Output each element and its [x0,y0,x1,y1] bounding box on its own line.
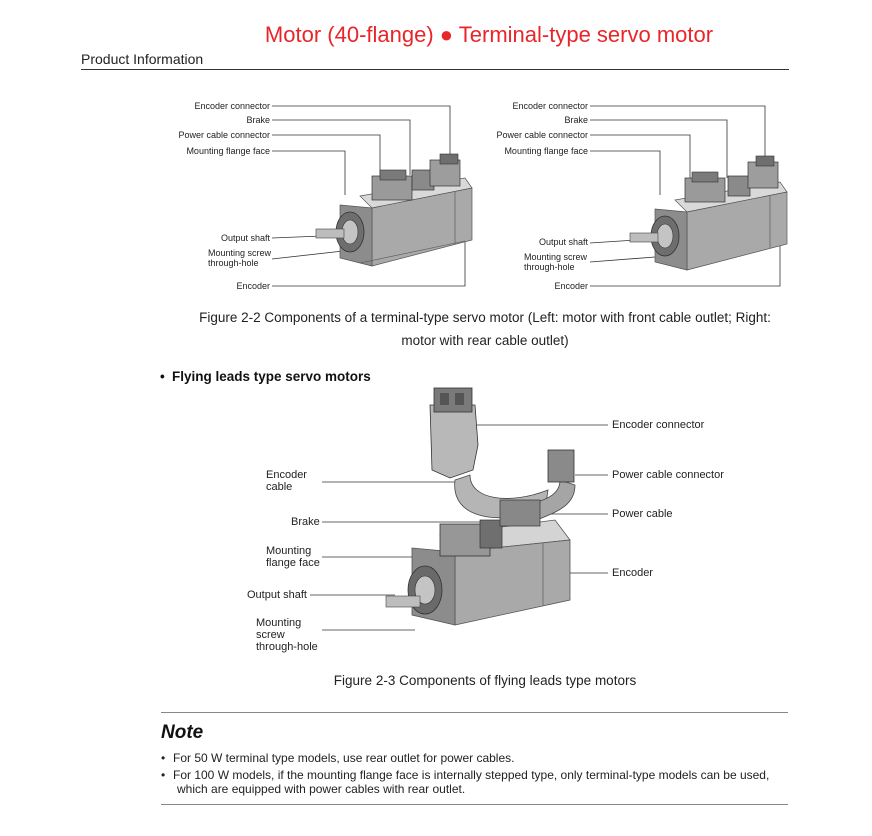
left-motor-drawing [315,153,473,267]
fig23-screw-label-3: through-hole [256,641,318,653]
section-divider [81,69,789,70]
note-item: •For 100 W models, if the mounting flang… [161,768,770,782]
fig23-power-cable-connector-label: Power cable connector [612,469,724,481]
fig23-encoder-cable-label-2: cable [266,481,293,493]
fig22-right-output-shaft-label: Output shaft [538,237,588,247]
figure-2-2-caption-line2: motor with rear cable outlet) [401,333,569,348]
figure-2-2-caption-line1: Figure 2-2 Components of a terminal-type… [199,310,771,325]
fig22-right-encoder-label: Encoder [554,281,588,291]
fig22-left-through-hole-label: through-hole [208,258,259,268]
note-item: •For 50 W terminal type models, use rear… [161,751,515,765]
fig22-left-mounting-screw-label: Mounting screw [208,248,272,258]
fig22-right-mounting-flange-label: Mounting flange face [504,146,588,156]
fig22-right-encoder-connector-label: Encoder connector [512,101,588,111]
fig23-output-shaft-label: Output shaft [247,589,307,601]
note-heading: Note [161,722,204,743]
fig23-mounting-flange-label-2: flange face [266,557,320,569]
page-title: Motor (40-flange) ● Terminal-type servo … [264,22,714,47]
fig22-right-through-hole-label: through-hole [524,262,575,272]
flying-leads-heading: •Flying leads type servo motors [160,369,371,384]
section-heading: Product Information [81,51,204,67]
fig23-encoder-connector-label: Encoder connector [612,419,705,431]
right-motor-drawing [629,155,788,271]
note-bottom-rule [161,804,788,805]
fig23-encoder-label: Encoder [612,567,653,579]
fig23-screw-label-2: screw [256,629,285,641]
fig22-right-mounting-screw-label: Mounting screw [524,252,588,262]
fig23-mounting-flange-label-1: Mounting [266,545,312,557]
fig23-brake-label: Brake [291,516,320,528]
fig22-right-power-cable-connector-label: Power cable connector [496,130,588,140]
fig23-power-cable-label: Power cable [612,508,673,520]
fig22-left-encoder-connector-label: Encoder connector [194,101,270,111]
fig22-left-brake-label: Brake [246,115,270,125]
fig22-right-brake-label: Brake [564,115,588,125]
fig22-left-encoder-label: Encoder [236,281,270,291]
figure-2-3-caption: Figure 2-3 Components of flying leads ty… [333,673,637,688]
fig23-encoder-cable-label-1: Encoder [266,469,307,481]
fig22-left-power-cable-connector-label: Power cable connector [178,130,270,140]
fig22-left-output-shaft-label: Output shaft [220,233,270,243]
flying-leads-motor-drawing [385,387,576,626]
fig23-screw-label-1: Mounting [256,617,302,629]
fig22-left-mounting-flange-label: Mounting flange face [186,146,270,156]
note-item-continuation: which are equipped with power cables wit… [177,782,466,796]
note-top-rule [161,712,788,713]
